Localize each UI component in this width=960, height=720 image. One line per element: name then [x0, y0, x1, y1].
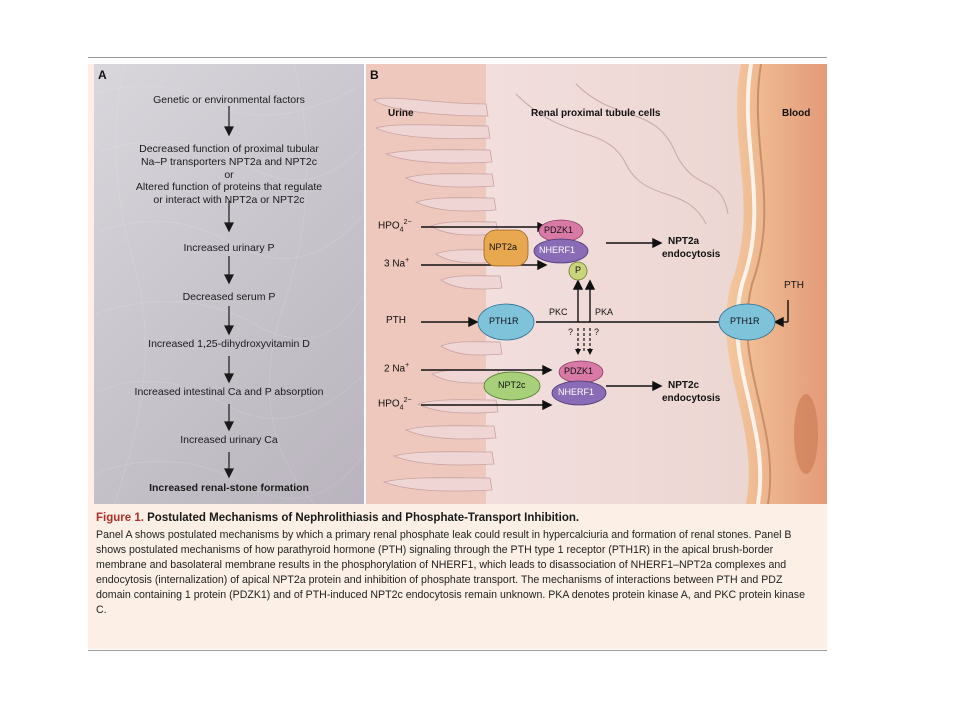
- pdzk1-bottom-label: PDZK1: [564, 366, 594, 376]
- step-or: or: [224, 169, 234, 181]
- pth1r-right-shape: [718, 303, 776, 341]
- na2-label: 2 Na+: [384, 362, 410, 375]
- step-serum-p: Decreased serum P: [182, 291, 276, 303]
- pth1r-left-label: PTH1R: [489, 316, 519, 326]
- panel-b-label: B: [370, 68, 379, 82]
- step-altered-function-1: Altered function of proteins that regula…: [135, 181, 323, 193]
- panel-divider: [364, 64, 366, 504]
- npt2c-endocytosis-1: NPT2c: [668, 380, 700, 391]
- step-vitamin-d: Increased 1,25-dihydroxyvitamin D: [148, 338, 310, 350]
- caption-title: Figure 1. Postulated Mechanisms of Nephr…: [96, 512, 818, 524]
- pth1r-left-shape: [477, 303, 535, 341]
- p-shape: [568, 261, 588, 281]
- nherf1-top-shape: [533, 238, 589, 264]
- caption-title-text: Postulated Mechanisms of Nephrolithiasis…: [147, 512, 580, 524]
- caption-figure-number: Figure 1.: [96, 512, 144, 524]
- panel-a-label: A: [98, 68, 107, 82]
- question-mark-1: ?: [568, 327, 574, 337]
- npt2c-endocytosis-2: endocytosis: [662, 393, 721, 404]
- step-urinary-ca: Increased urinary Ca: [180, 434, 278, 446]
- npt2c-shape: [483, 371, 541, 401]
- question-mark-2: ?: [594, 327, 600, 337]
- npt2a-shape: [483, 229, 529, 267]
- step-stone-formation: Increased renal-stone formation: [149, 482, 309, 494]
- p-label: P: [575, 265, 582, 275]
- hpo4-top-label: HPO42−: [378, 219, 412, 234]
- pth1r-right-label: PTH1R: [730, 316, 760, 326]
- step-decreased-function-2: Na–P transporters NPT2a and NPT2c: [140, 156, 318, 168]
- step-altered-function-2: or interact with NPT2a or NPT2c: [153, 194, 305, 206]
- pdzk1-top-label: PDZK1: [544, 225, 574, 235]
- step-intestinal: Increased intestinal Ca and P absorption: [134, 386, 324, 398]
- npt2c-label: NPT2c: [498, 380, 526, 390]
- header-cells: Renal proximal tubule cells: [531, 108, 661, 119]
- hpo4-bottom-label: HPO42−: [378, 397, 412, 412]
- pkc-label: PKC: [549, 307, 568, 317]
- caption-body: Panel A shows postulated mechanisms by w…: [96, 529, 805, 616]
- figure-panel: A Genetic or environmental factors Decre…: [88, 64, 827, 649]
- figure-caption: Figure 1. Postulated Mechanisms of Nephr…: [96, 512, 818, 618]
- nherf1-bottom-label: NHERF1: [558, 387, 595, 397]
- pth-right-label: PTH: [784, 280, 804, 291]
- npt2a-label: NPT2a: [489, 242, 518, 252]
- step-urinary-p: Increased urinary P: [183, 242, 275, 254]
- step-genetic: Genetic or environmental factors: [153, 94, 305, 106]
- panel-b-illustration: [366, 64, 827, 504]
- step-decreased-function-1: Decreased function of proximal tubular: [139, 143, 319, 155]
- top-rule: [88, 57, 827, 58]
- na3-label: 3 Na+: [384, 257, 410, 270]
- panel-a: A Genetic or environmental factors Decre…: [94, 64, 364, 504]
- header-urine: Urine: [388, 108, 414, 119]
- npt2a-endocytosis-1: NPT2a: [668, 236, 700, 247]
- panel-b: B Urine Renal proximal tubule cells Bloo…: [366, 64, 827, 504]
- pka-label: PKA: [595, 307, 614, 317]
- panel-a-texture: [94, 64, 364, 504]
- nherf1-top-label: NHERF1: [539, 245, 576, 255]
- pth-left-label: PTH: [386, 315, 406, 326]
- header-blood: Blood: [782, 108, 811, 119]
- npt2a-endocytosis-2: endocytosis: [662, 249, 721, 260]
- nherf1-bottom-shape: [551, 380, 607, 406]
- bottom-rule: [88, 650, 827, 651]
